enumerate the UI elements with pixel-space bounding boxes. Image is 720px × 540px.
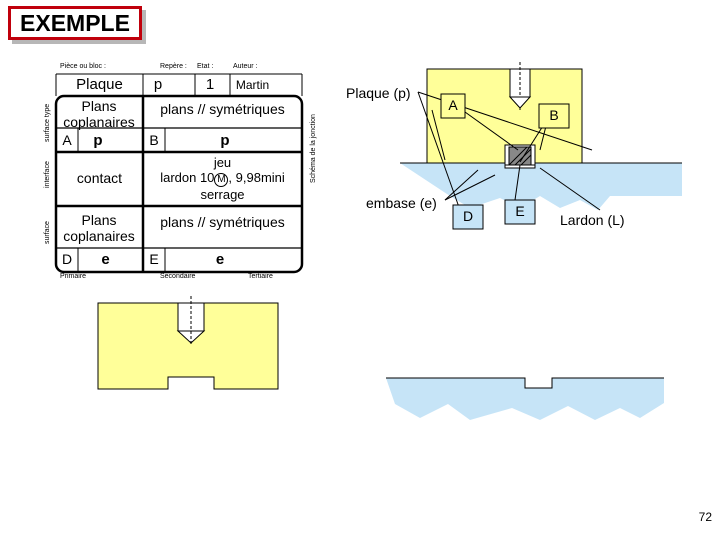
etat-header-label: Etat : (197, 63, 214, 70)
page-number: 72 (698, 510, 712, 524)
circled-m-symbol: M (214, 173, 229, 187)
row5-right-code: e (215, 251, 225, 268)
row1-right-text: plans // symétriques (160, 101, 285, 117)
repere-header-label: Repère : (160, 63, 187, 70)
secondaire-label: Secondaire (160, 273, 196, 280)
auteur-value: Martin (235, 78, 270, 92)
embase-label: embase (e) (366, 195, 437, 211)
schema-letter-a: A (448, 97, 458, 113)
plaque-label: Plaque (p) (346, 85, 411, 101)
row2-right-code: p (220, 132, 230, 149)
row2-right-letter: B (149, 132, 159, 148)
primaire-label: Primaire (60, 273, 87, 280)
row5-left-letter: D (61, 251, 73, 267)
row2-left-code: p (93, 132, 103, 149)
page-title: EXEMPLE (8, 6, 142, 40)
row3-lardon-post: , 9,98mini (228, 170, 285, 185)
row3-lardon-pre: lardon 10 (160, 170, 215, 185)
row4-left-text: Plans coplanaires (63, 212, 135, 244)
piece-header-label: Pièce ou bloc : (60, 63, 106, 70)
etat-value: 1 (205, 76, 215, 93)
repere-value: p (153, 76, 163, 93)
row3-serrage-text: serrage (200, 187, 245, 202)
row5-right-letter: E (149, 251, 159, 267)
row1-left-text: Plans coplanaires (63, 98, 135, 130)
row3-jeu-text: jeu (213, 155, 232, 170)
row5-left-code: e (101, 251, 110, 268)
schema-letter-b: B (549, 107, 559, 123)
tertiaire-label: Tertiaire (248, 273, 273, 280)
schema-letter-e: E (515, 203, 525, 219)
row2-left-letter: A (62, 132, 72, 148)
piece-value: Plaque (76, 76, 123, 93)
row3-left-text: contact (76, 170, 123, 186)
schema-letter-d: D (462, 208, 474, 224)
auteur-header-label: Auteur : (233, 63, 258, 70)
row4-right-text: plans // symétriques (160, 214, 285, 230)
lardon-label: Lardon (L) (560, 212, 625, 228)
